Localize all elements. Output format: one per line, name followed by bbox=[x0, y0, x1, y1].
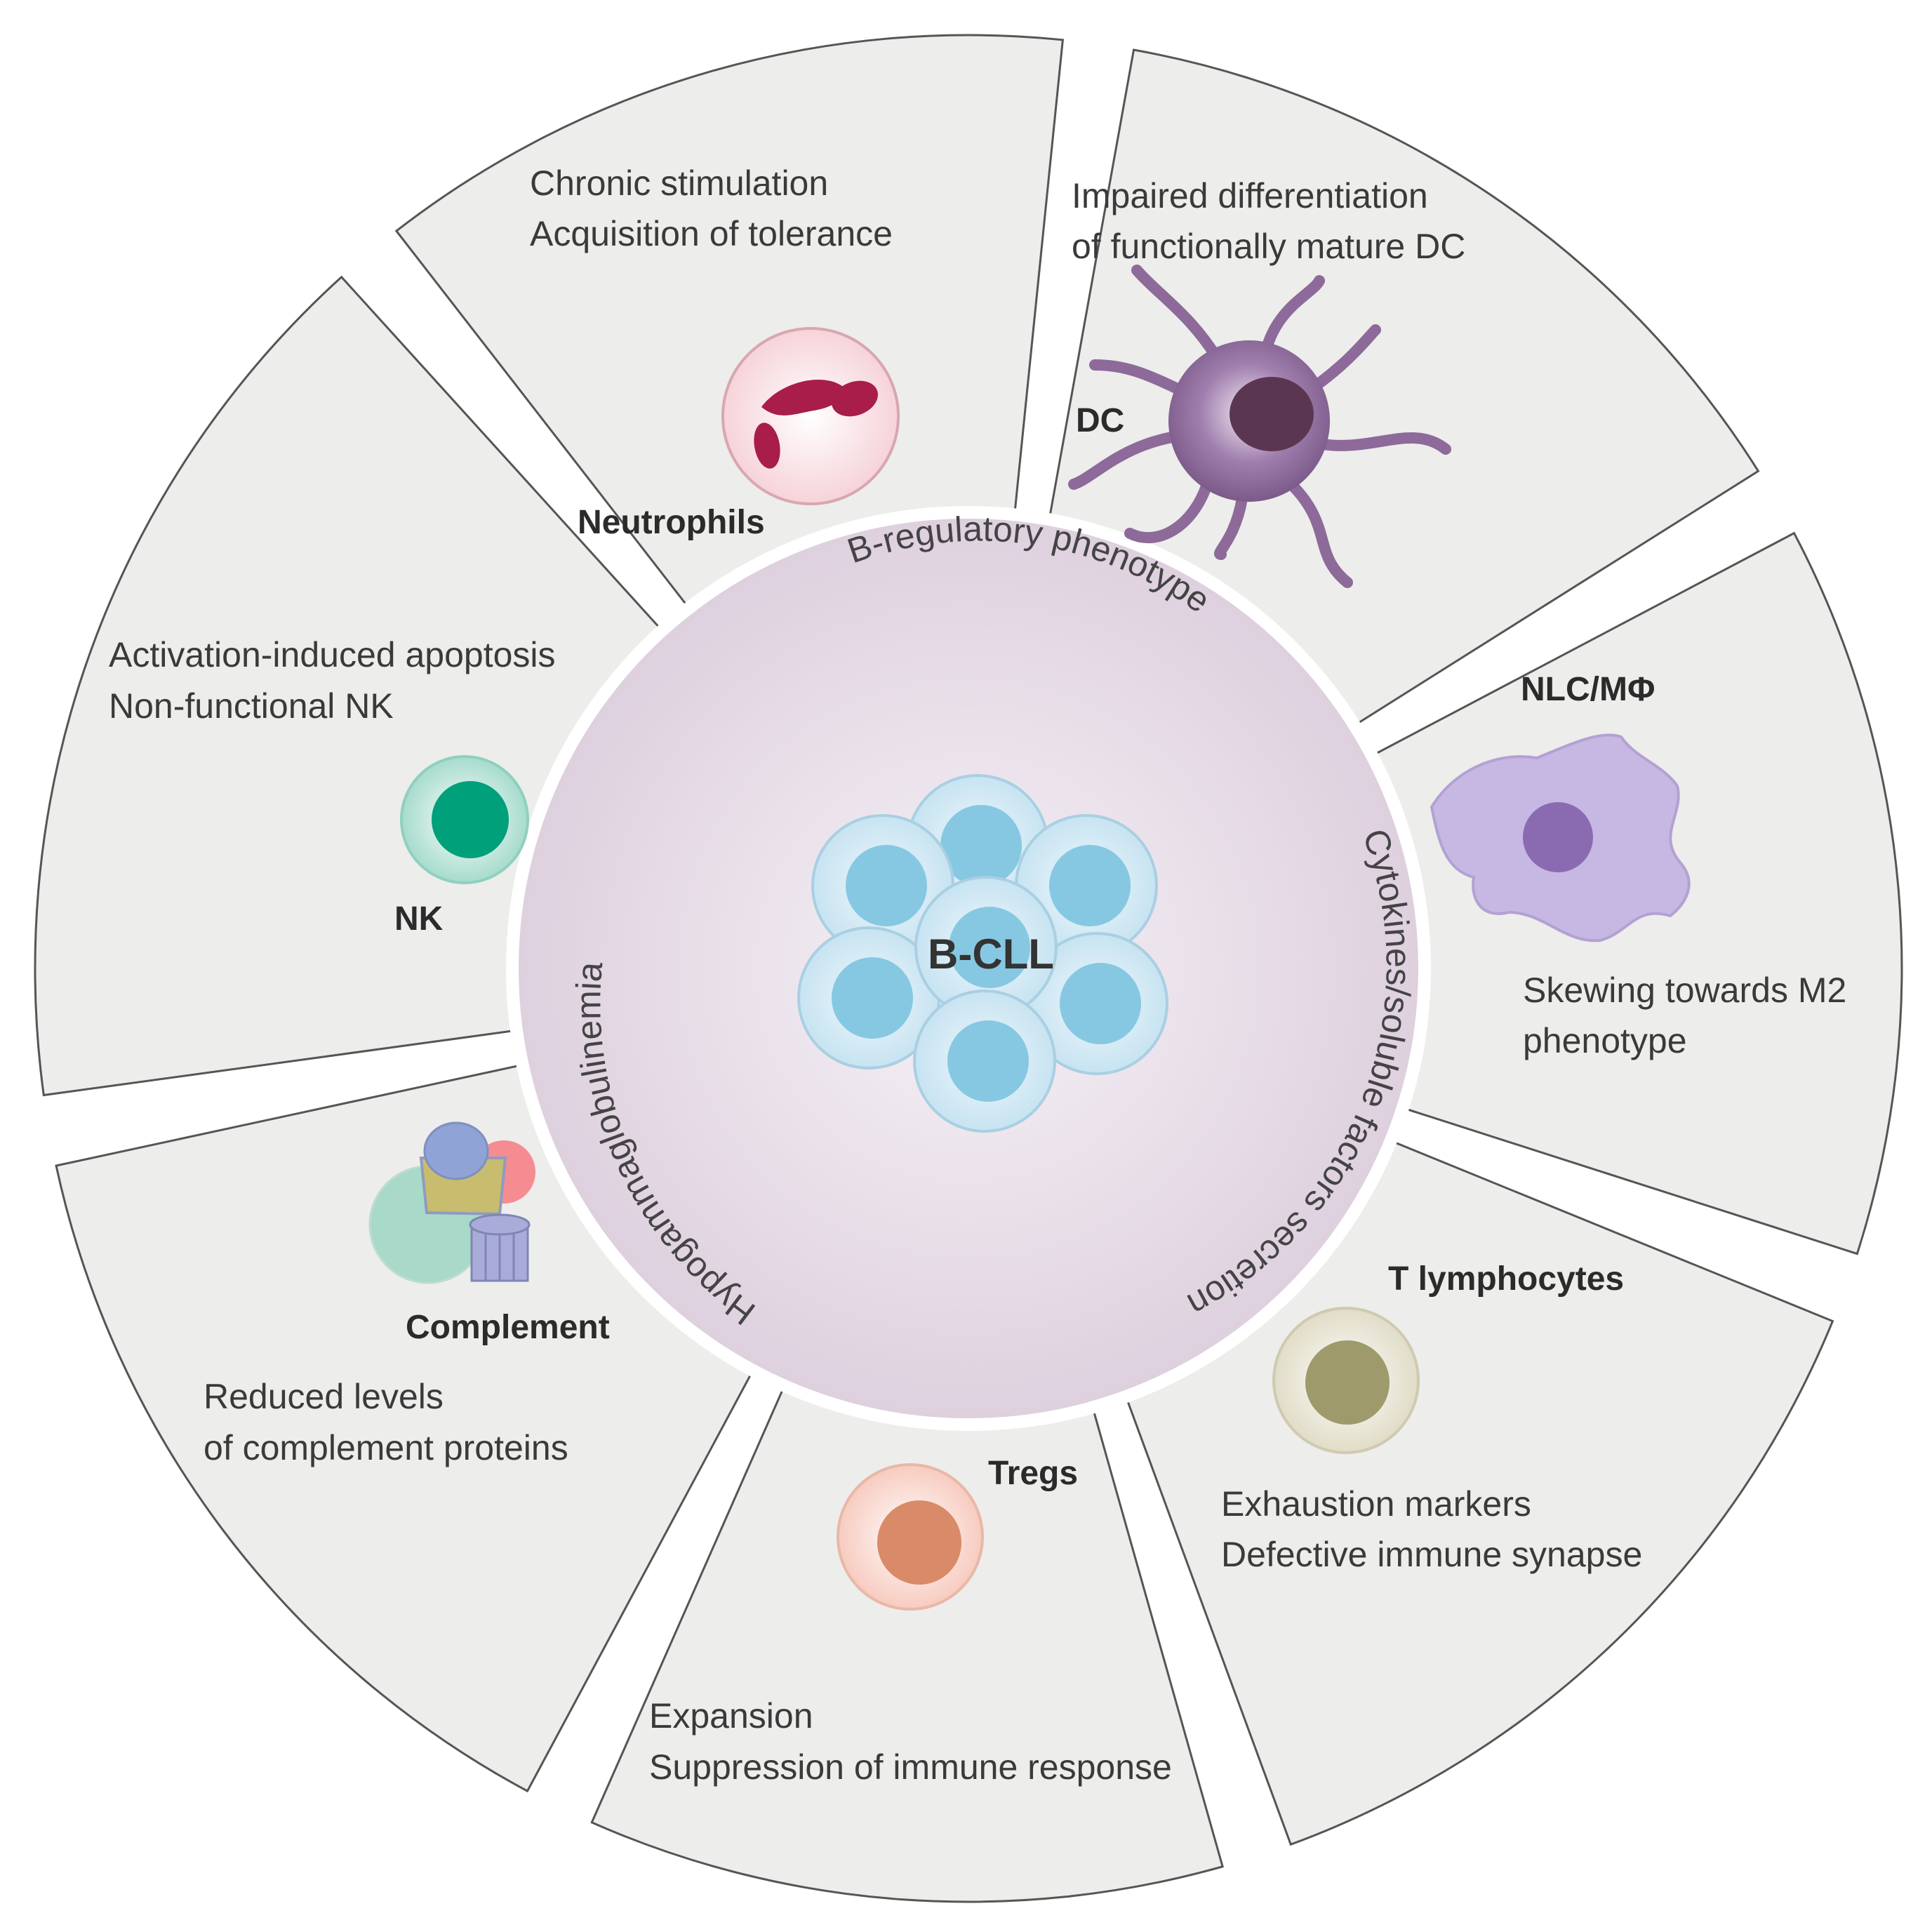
macrophage-icon bbox=[1430, 733, 1691, 942]
tregs-line1: Expansion bbox=[649, 1696, 813, 1736]
bcll-cell-cluster bbox=[797, 774, 1168, 1133]
outer-segments bbox=[34, 34, 1903, 1903]
dc-line2: of functionally mature DC bbox=[1072, 227, 1465, 266]
dc-label: DC bbox=[1076, 402, 1124, 439]
tcells-line2: Defective immune synapse bbox=[1221, 1535, 1642, 1574]
complement-label: Complement bbox=[406, 1309, 610, 1346]
tcells-label: T lymphocytes bbox=[1388, 1260, 1624, 1298]
nlc-line2: phenotype bbox=[1523, 1021, 1687, 1060]
dendritic-cell-icon bbox=[1068, 265, 1451, 588]
tregs-line2: Suppression of immune response bbox=[649, 1747, 1172, 1787]
treg-icon bbox=[837, 1463, 984, 1611]
neutrophils-label: Neutrophils bbox=[578, 504, 765, 541]
nk-label: NK bbox=[394, 900, 444, 938]
bcll-cell bbox=[913, 990, 1056, 1133]
complement-line2: of complement proteins bbox=[204, 1428, 568, 1467]
tcells-line1: Exhaustion markers bbox=[1221, 1484, 1531, 1524]
neutrophils-line2: Acquisition of tolerance bbox=[530, 214, 893, 253]
neutrophils-line1: Chronic stimulation bbox=[530, 164, 828, 203]
nk-line2: Non-functional NK bbox=[109, 686, 394, 726]
center-label: B-CLL bbox=[928, 931, 1054, 978]
bcll-cell bbox=[797, 926, 940, 1070]
bcll-cell bbox=[914, 876, 1058, 1019]
bcll-cell bbox=[811, 814, 954, 957]
nlc-line1: Skewing towards M2 bbox=[1523, 971, 1846, 1010]
dc-line1: Impaired differentiation bbox=[1072, 176, 1428, 215]
t-lymphocyte-icon bbox=[1272, 1307, 1420, 1454]
complement-line1: Reduced levels bbox=[204, 1377, 444, 1416]
neutrophil-icon bbox=[721, 327, 900, 505]
nlc-label: NLC/MΦ bbox=[1521, 671, 1655, 708]
nk-cell-icon bbox=[400, 755, 529, 884]
tregs-label: Tregs bbox=[988, 1455, 1078, 1492]
complement-proteins-icon bbox=[368, 1121, 535, 1284]
nk-line1: Activation-induced apoptosis bbox=[109, 635, 556, 674]
